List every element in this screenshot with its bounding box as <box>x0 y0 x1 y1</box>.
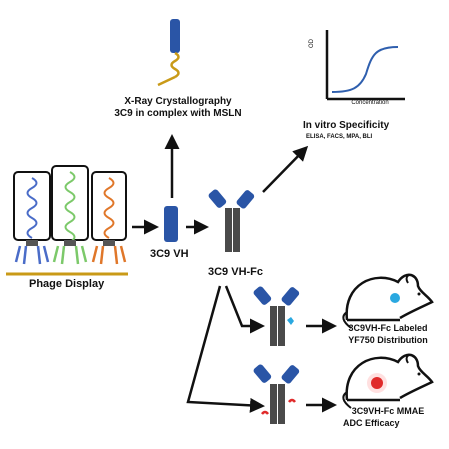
arrow-vhfc-to-labeled <box>224 285 265 334</box>
vhfc-label: 3C9 VH-Fc <box>208 266 264 278</box>
yf750-title: 3C9VH-Fc Labeled <box>348 323 428 333</box>
phage-display-icon <box>6 165 128 276</box>
arrow-vhfc-to-adc <box>186 285 265 413</box>
vh-domain-icon <box>164 206 178 242</box>
xray-title: X-Ray Crystallography <box>124 96 232 107</box>
vhfc-antibody-icon <box>253 286 300 346</box>
vh-label: 3C9 VH <box>150 248 189 260</box>
arrow-vhfc-to-invitro <box>262 145 309 193</box>
phage-icon <box>51 165 89 265</box>
xray-complex-icon <box>157 19 180 87</box>
invitro-assays: ELISA, FACS, MPA, BLI <box>306 134 373 140</box>
curve-x-axis-label: Concentration <box>351 100 389 106</box>
vhfc-antibody-icon <box>253 364 300 424</box>
curve-y-axis-label: OD <box>309 39 315 48</box>
phage-display-label: Phage Display <box>29 278 105 290</box>
vhfc-antibody-icon <box>208 189 255 252</box>
invitro-title: In vitro Specificity <box>303 120 390 131</box>
phage-icon <box>91 171 127 265</box>
phage-icon <box>13 171 51 265</box>
mouse-icon <box>342 353 434 409</box>
adc-subtitle: ADC Efficacy <box>343 418 400 428</box>
mouse-icon <box>342 273 434 329</box>
adc-title: 3C9VH-Fc MMAE <box>351 406 425 416</box>
xray-subtitle: 3C9 in complex with MSLN <box>114 108 242 119</box>
binding-curve-icon <box>325 30 405 101</box>
yf750-subtitle: YF750 Distribution <box>348 335 428 345</box>
